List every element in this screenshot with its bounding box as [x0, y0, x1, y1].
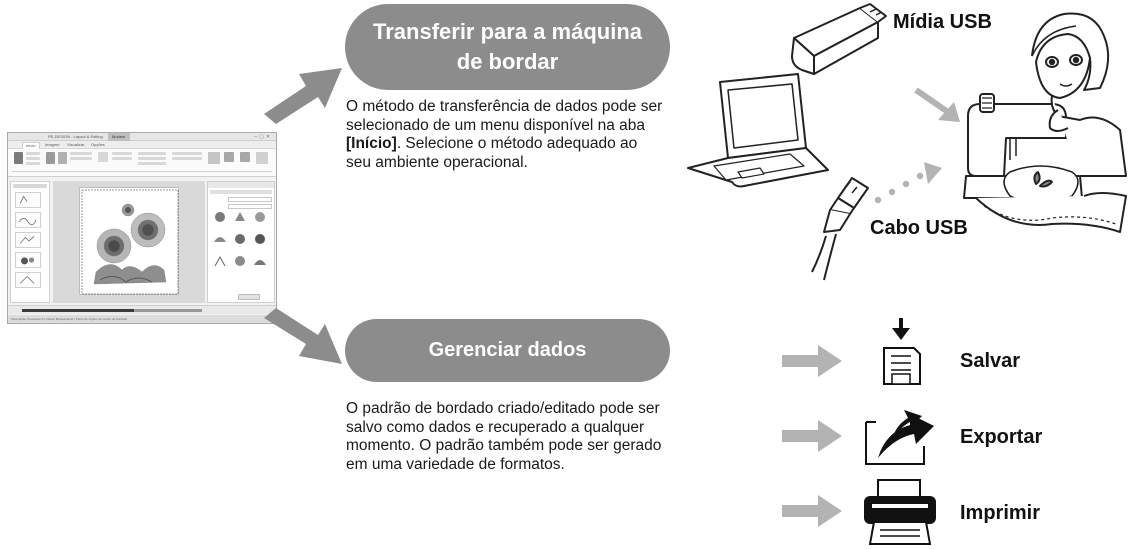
app-tab-inicio: Início [22, 142, 40, 149]
save-icon [883, 318, 921, 385]
pattern-thumb [15, 232, 41, 248]
transfer-desc-tab-name: [Início] [346, 135, 397, 152]
app-titlebar: PE-DESIGN - Layout & Editing Modelo –▢✕ [8, 133, 276, 141]
app-context-tab: Modelo [108, 133, 130, 141]
sunflower-embroidery-icon [81, 189, 179, 295]
software-screenshot: PE-DESIGN - Layout & Editing Modelo –▢✕ … [7, 132, 277, 324]
app-ribbon [8, 149, 276, 177]
arrow-to-export-icon [782, 420, 842, 452]
pattern-thumb [15, 212, 41, 228]
transfer-pill: Transferir para a máquina de bordar [345, 4, 670, 90]
usb-cable-icon [811, 177, 869, 281]
embroidery-machine-icon [963, 12, 1127, 233]
pattern-thumb [15, 192, 41, 208]
usb-cable-label: Cabo USB [870, 217, 968, 239]
pattern-thumb [15, 252, 41, 268]
manage-pill-label: Gerenciar dados [428, 339, 587, 361]
app-tab-visualizar: Visualizar [67, 142, 85, 147]
pattern-thumb [15, 272, 41, 288]
app-tab-opcoes: Opções [91, 142, 105, 147]
window-controls-icon: –▢✕ [254, 134, 272, 140]
transfer-illustration [680, 0, 1136, 300]
laptop-icon [687, 73, 829, 188]
transfer-desc-part-1: O método de transferência de dados pode … [346, 98, 663, 134]
arrow-to-print-icon [782, 495, 842, 527]
usb-media-label: Mídia USB [893, 11, 992, 33]
export-icon [865, 410, 934, 465]
manage-description: O padrão de bordado criado/editado pode … [346, 400, 662, 473]
app-ribbon-tabs: Início Imagem Visualizar Opções [8, 141, 276, 149]
manage-pill: Gerenciar dados [345, 319, 670, 382]
transfer-desc-part-2: . Selecione o método adequado ao seu amb… [346, 135, 638, 171]
transfer-pill-label: Transferir para a máquina de bordar [373, 19, 642, 74]
app-design-area [53, 181, 205, 303]
app-tab-imagem: Imagem [45, 142, 60, 147]
app-design-canvas [79, 187, 179, 295]
app-title: PE-DESIGN - Layout & Editing [48, 134, 103, 139]
app-stitch-simulator-bar [8, 305, 276, 314]
transfer-description: O método de transferência de dados pode … [346, 98, 666, 172]
dotted-arrow-icon [874, 162, 942, 204]
export-label: Exportar [960, 426, 1043, 448]
print-label: Imprimir [960, 502, 1041, 524]
arrow-to-transfer-icon [264, 68, 342, 124]
printer-icon [864, 479, 936, 545]
light-arrow-icon [914, 87, 950, 115]
app-statusbar: Para Ajuda, Pressione F1 | Ativar Mapeam… [8, 315, 276, 323]
arrow-to-manage-icon [264, 308, 342, 364]
arrow-to-save-icon [782, 345, 842, 377]
app-context-tab-label: Modelo [112, 134, 126, 139]
app-status-text: Para Ajuda, Pressione F1 | Ativar Mapeam… [11, 317, 128, 321]
usb-media-icon [791, 3, 887, 75]
app-pattern-browser [207, 181, 275, 303]
app-pattern-list [10, 181, 50, 303]
save-label: Salvar [960, 350, 1021, 372]
